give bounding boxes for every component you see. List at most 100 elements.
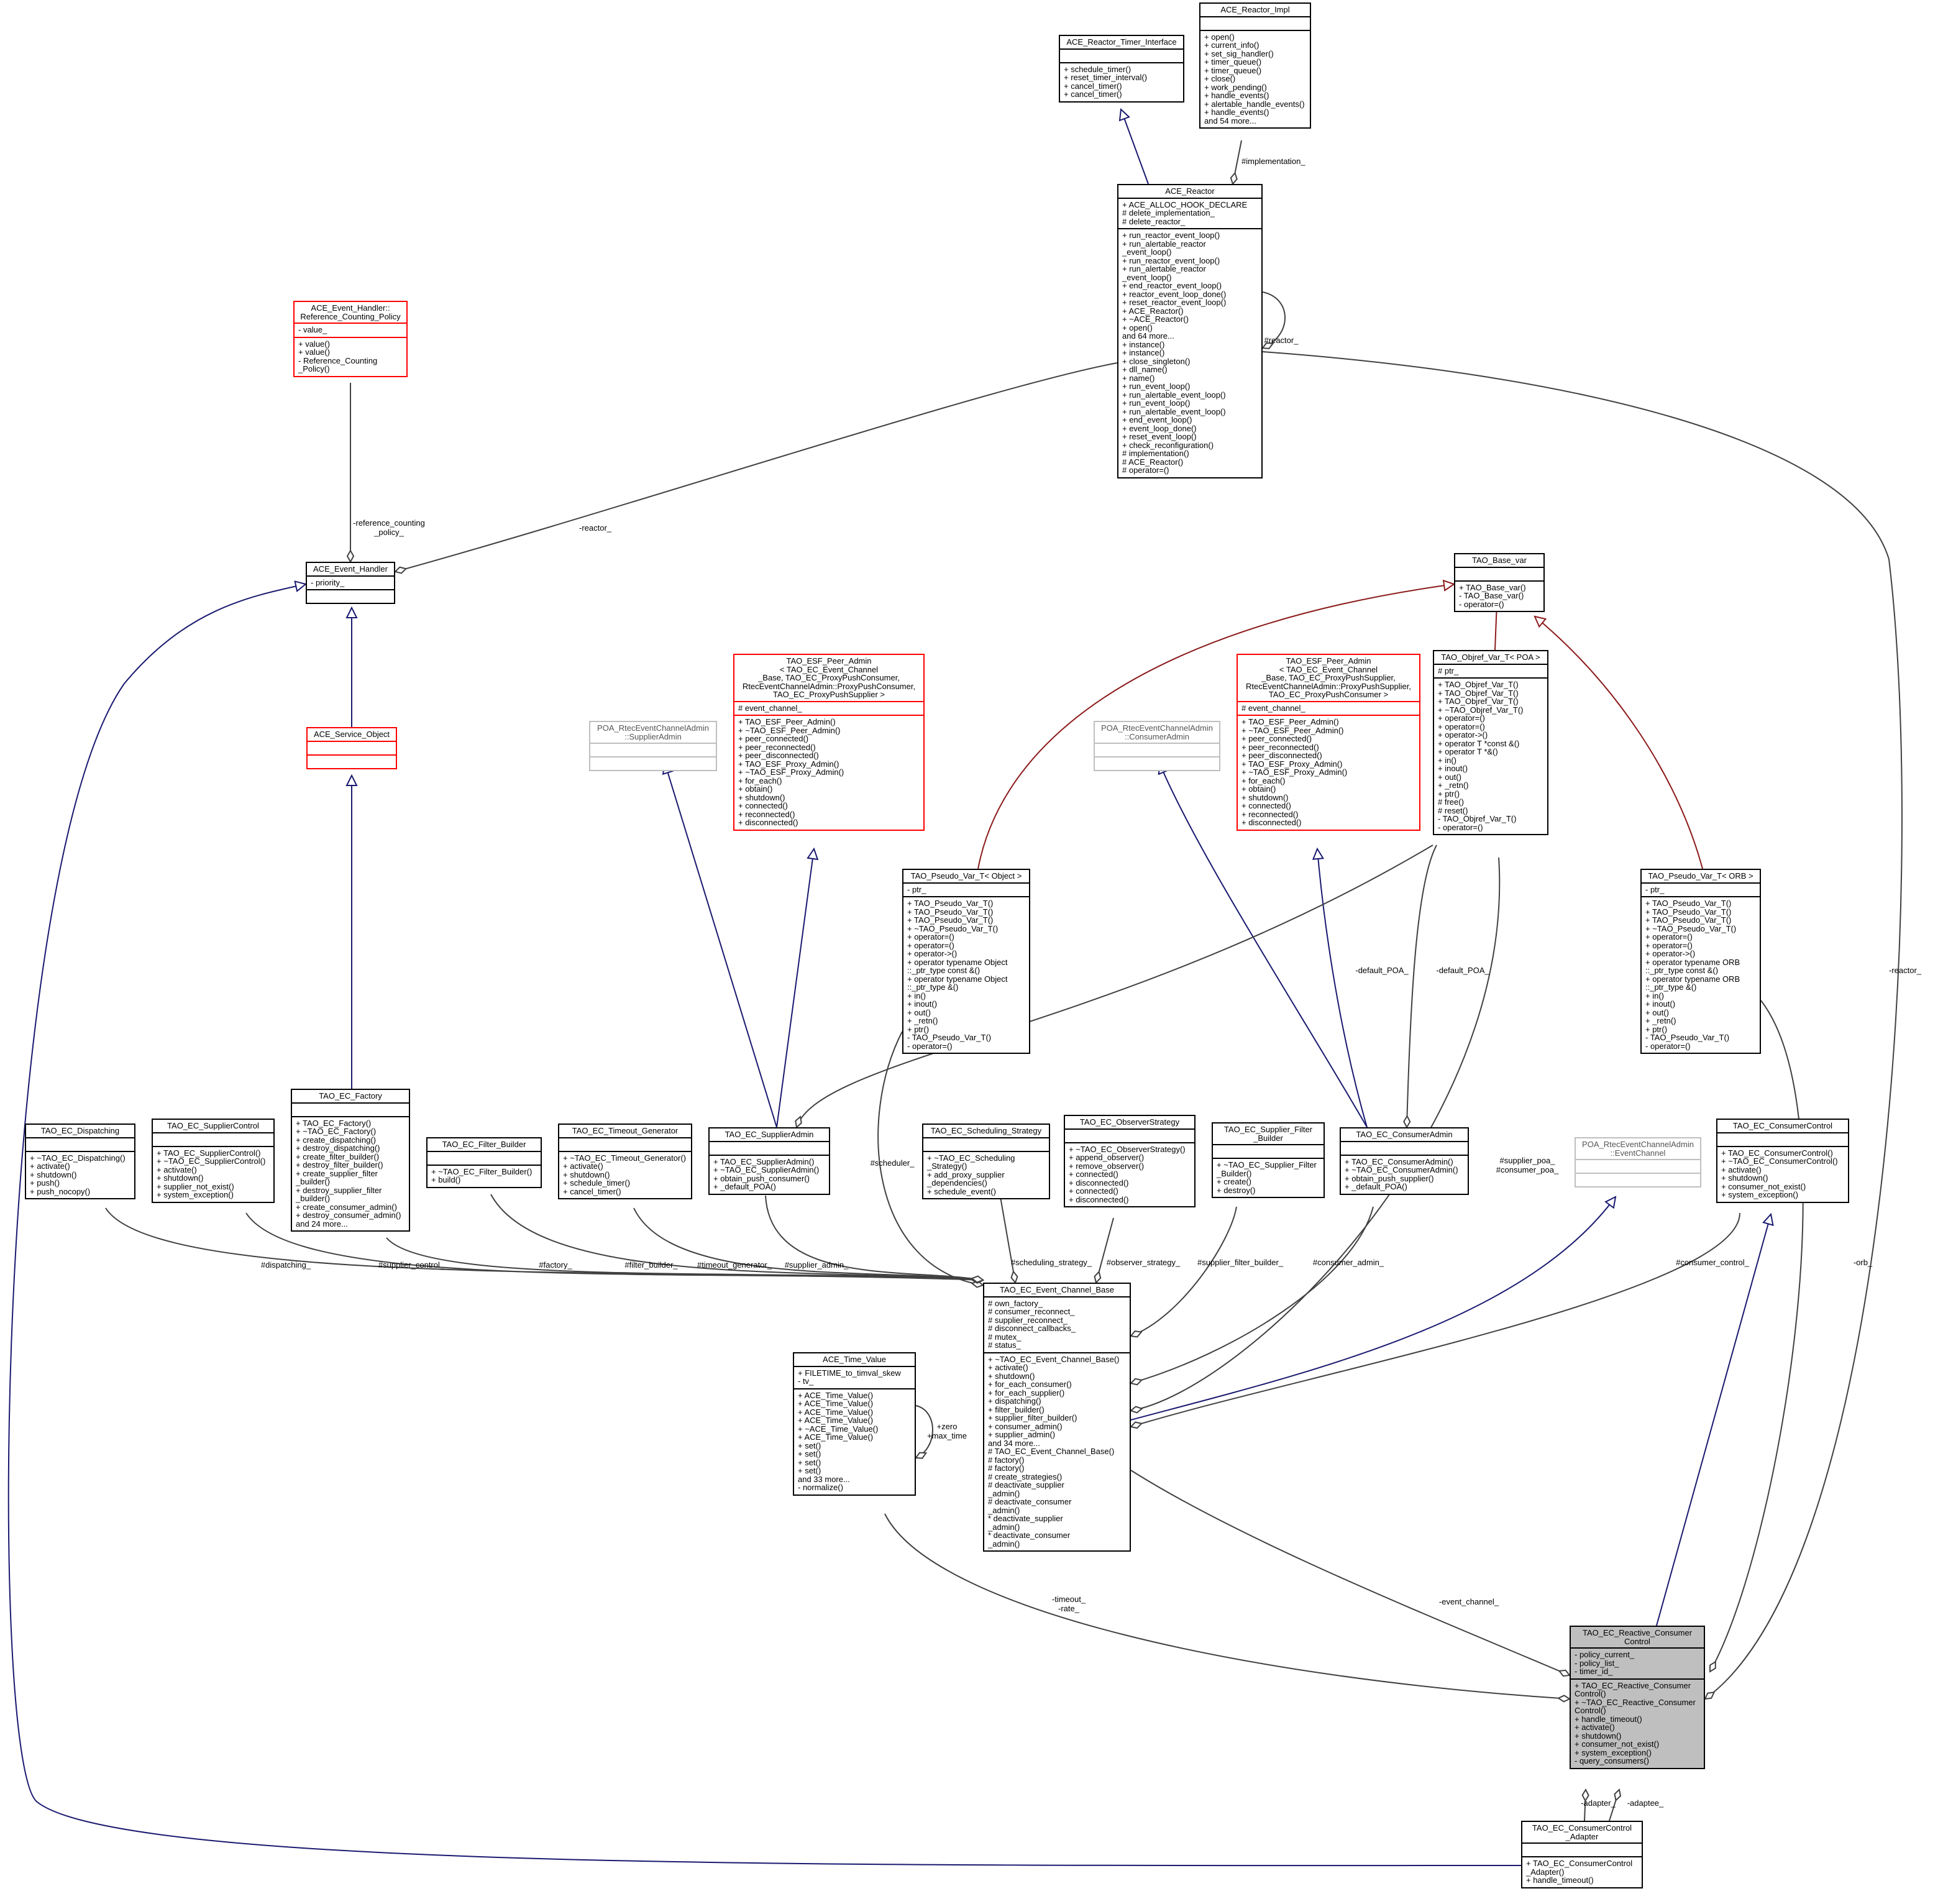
operation: + ~TAO_EC_Timeout_Generator()	[563, 1153, 686, 1163]
operation: + timer_queue()	[1204, 65, 1262, 75]
operation: + ~TAO_EC_Filter_Builder()	[431, 1166, 533, 1176]
class-tao-esf-peer-admin-consumer[interactable]: TAO_ESF_Peer_Admin < TAO_EC_Event_Channe…	[1237, 654, 1420, 831]
operation: + disconnected()	[738, 818, 798, 827]
attribute: - tv_	[798, 1376, 814, 1386]
attribute-section: # own_factory_# consumer_reconnect_# sup…	[984, 1296, 1130, 1352]
assoc-supplier-admin-objref	[796, 844, 1433, 1128]
inherit-consumer-admin-esf-arrowhead	[1312, 847, 1325, 860]
class-tao-ec-filter-builder[interactable]: TAO_EC_Filter_Builder+ ~TAO_EC_Filter_Bu…	[426, 1137, 542, 1188]
operation: + obtain()	[1241, 784, 1276, 794]
operation: _event_loop()	[1122, 272, 1172, 282]
operation: + TAO_EC_ConsumerControl	[1526, 1859, 1633, 1868]
class-reference-counting-policy[interactable]: ACE_Event_Handler:: Reference_Counting_P…	[293, 301, 408, 377]
class-tao-ec-observer-strategy[interactable]: TAO_EC_ObserverStrategy+ ~TAO_EC_Observe…	[1064, 1115, 1196, 1207]
class-tao-ec-scheduling-strategy[interactable]: TAO_EC_Scheduling_Strategy+ ~TAO_EC_Sche…	[922, 1124, 1050, 1199]
operation: + set()	[798, 1449, 821, 1458]
class-tao-ec-supplier-control[interactable]: TAO_EC_SupplierControl+ TAO_EC_SupplierC…	[152, 1119, 275, 1203]
attribute-section: - value_	[295, 323, 406, 337]
class-ace-reactor-timer-interface[interactable]: ACE_Reactor_Timer_Interface+ schedule_ti…	[1059, 35, 1184, 103]
attribute: # disconnect_callbacks_	[988, 1324, 1076, 1333]
attribute: - timer_id_	[1575, 1667, 1613, 1676]
operation: + shutdown()	[30, 1169, 77, 1179]
operation: + reset_event_loop()	[1122, 432, 1197, 441]
operation: + ACE_Time_Value()	[798, 1432, 874, 1442]
operation: + ~TAO_EC_ConsumerAdmin()	[1345, 1165, 1458, 1174]
class-ace-reactor[interactable]: ACE_Reactor+ ACE_ALLOC_HOOK_DECLARE# del…	[1117, 184, 1263, 478]
class-ace-time-value[interactable]: ACE_Time_Value+ FILETIME_to_timval_skew-…	[793, 1352, 916, 1496]
operation: + set()	[798, 1457, 821, 1467]
operation: - operator=()	[1645, 1041, 1691, 1051]
edge-label-consumer_admin: #consumer_admin_	[1313, 1258, 1384, 1267]
class-tao-ec-dispatching[interactable]: TAO_EC_Dispatching+ ~TAO_EC_Dispatching(…	[25, 1124, 135, 1199]
operation: - TAO_Pseudo_Var_T()	[1645, 1033, 1730, 1042]
inherit-supplier-admin-esf	[776, 848, 815, 1128]
operation-section: + TAO_ESF_Peer_Admin()+ ~TAO_ESF_Peer_Ad…	[734, 715, 923, 830]
operation: + reactor_event_loop_done()	[1122, 289, 1227, 299]
assoc-consumer-admin-objref-diamond	[1403, 1114, 1411, 1129]
operation: + consumer_not_exist()	[1721, 1181, 1806, 1191]
attribute: # status_	[988, 1340, 1021, 1350]
operation: + TAO_ESF_Proxy_Admin()	[738, 759, 839, 769]
class-poa-event-channel[interactable]: POA_RtecEventChannelAdmin ::EventChannel	[1575, 1137, 1701, 1188]
inherit-reactive-consumer-control-arrowhead	[1762, 1212, 1774, 1226]
class-tao-ec-factory[interactable]: TAO_EC_Factory+ TAO_EC_Factory()+ ~TAO_E…	[291, 1089, 410, 1232]
class-tao-pseudo-var-orb[interactable]: TAO_Pseudo_Var_T< ORB >- ptr_+ TAO_Pseud…	[1640, 869, 1761, 1054]
attribute-section	[710, 1140, 829, 1155]
class-name: TAO_Objref_Var_T< POA >	[1441, 652, 1540, 662]
operation: + destroy_consumer_admin()	[296, 1211, 401, 1220]
class-ace-reactor-impl[interactable]: ACE_Reactor_Impl+ open()+ current_info()…	[1199, 2, 1311, 129]
class-tao-ec-event-channel-base[interactable]: TAO_EC_Event_Channel_Base# own_factory_#…	[983, 1283, 1131, 1552]
class-tao-ec-supplier-admin[interactable]: TAO_EC_SupplierAdmin+ TAO_EC_SupplierAdm…	[708, 1127, 830, 1195]
class-tao-esf-peer-admin-supplier[interactable]: TAO_ESF_Peer_Admin < TAO_EC_Event_Channe…	[733, 654, 925, 831]
class-ace-event-handler[interactable]: ACE_Event_Handler- priority_	[306, 562, 395, 604]
operation: + ACE_Time_Value()	[798, 1416, 874, 1425]
class-name: TAO_EC_Dispatching	[40, 1126, 120, 1135]
operation: _dependencies()	[927, 1178, 987, 1188]
operation: + set()	[798, 1440, 821, 1450]
operation: Control()	[1575, 1706, 1606, 1715]
class-poa-consumer-admin[interactable]: POA_RtecEventChannelAdmin ::ConsumerAdmi…	[1094, 721, 1220, 771]
operation-section: + ~TAO_EC_Timeout_Generator()+ activate(…	[559, 1150, 691, 1199]
operation: + ptr()	[907, 1024, 930, 1034]
assoc-filter-builder	[490, 1194, 984, 1281]
assoc-reactor-handler	[395, 362, 1118, 572]
class-tao-ec-reactive-consumer-control[interactable]: TAO_EC_Reactive_Consumer Control- policy…	[1570, 1626, 1705, 1769]
edge-label-dispatching: #dispatching_	[261, 1260, 311, 1270]
inherit-factory-service-arrowhead	[345, 774, 358, 786]
assoc-consumer-admin	[1130, 1206, 1374, 1384]
class-tao-ec-timeout-generator[interactable]: TAO_EC_Timeout_Generator+ ~TAO_EC_Timeou…	[558, 1124, 692, 1199]
operation: + TAO_ESF_Peer_Admin()	[738, 717, 836, 726]
attribute-section: + FILETIME_to_timval_skew- tv_	[794, 1365, 915, 1388]
class-tao-ec-consumer-admin[interactable]: TAO_EC_ConsumerAdmin+ TAO_EC_ConsumerAdm…	[1340, 1127, 1469, 1195]
class-name: TAO_EC_Factory	[319, 1091, 382, 1101]
class-ace-service-object[interactable]: ACE_Service_Object	[306, 727, 397, 769]
attribute-section	[1065, 1128, 1194, 1142]
edge-label-adapter: -adapter_	[1581, 1798, 1616, 1808]
operation: + open()	[1204, 32, 1235, 42]
operation: - TAO_Pseudo_Var_T()	[907, 1033, 992, 1042]
operation: + activate()	[1575, 1723, 1615, 1732]
class-tao-ec-consumer-control-adapter[interactable]: TAO_EC_ConsumerControl _Adapter+ TAO_EC_…	[1521, 1821, 1643, 1888]
operation: + ~TAO_EC_Scheduling	[927, 1153, 1015, 1163]
operation: _Adapter()	[1526, 1867, 1565, 1877]
operation: + out()	[1645, 1007, 1669, 1017]
operation-section: + TAO_EC_SupplierControl()+ ~TAO_EC_Supp…	[153, 1145, 273, 1202]
assoc-supplier-admin	[765, 1195, 984, 1281]
class-tao-objref-var-poa[interactable]: TAO_Objref_Var_T< POA ># ptr_+ TAO_Objre…	[1433, 650, 1548, 835]
operation: + TAO_Pseudo_Var_T()	[907, 915, 994, 925]
class-poa-supplier-admin[interactable]: POA_RtecEventChannelAdmin ::SupplierAdmi…	[589, 721, 717, 771]
edge-label-default_poa_2: -default_POA_	[1436, 966, 1489, 975]
operation: + shutdown()	[157, 1173, 204, 1183]
attribute-section	[308, 740, 396, 754]
operation: + reset_timer_interval()	[1064, 73, 1148, 82]
class-name: TAO_EC_ObserverStrategy	[1079, 1117, 1180, 1127]
operation: + add_proxy_supplier	[927, 1169, 1005, 1179]
operation: + operator typename Object	[907, 974, 1008, 984]
class-tao-ec-supplier-filter-builder[interactable]: TAO_EC_Supplier_Filter _Builder+ ~TAO_EC…	[1212, 1122, 1325, 1198]
class-tao-pseudo-var-object[interactable]: TAO_Pseudo_Var_T< Object >- ptr_+ TAO_Ps…	[902, 869, 1030, 1054]
operation: + handle_events()	[1204, 91, 1269, 100]
class-tao-base-var[interactable]: TAO_Base_var+ TAO_Base_var()- TAO_Base_v…	[1454, 553, 1545, 612]
class-tao-ec-consumer-control[interactable]: TAO_EC_ConsumerControl+ TAO_EC_ConsumerC…	[1716, 1119, 1849, 1203]
operation: _Builder()	[1217, 1168, 1252, 1178]
